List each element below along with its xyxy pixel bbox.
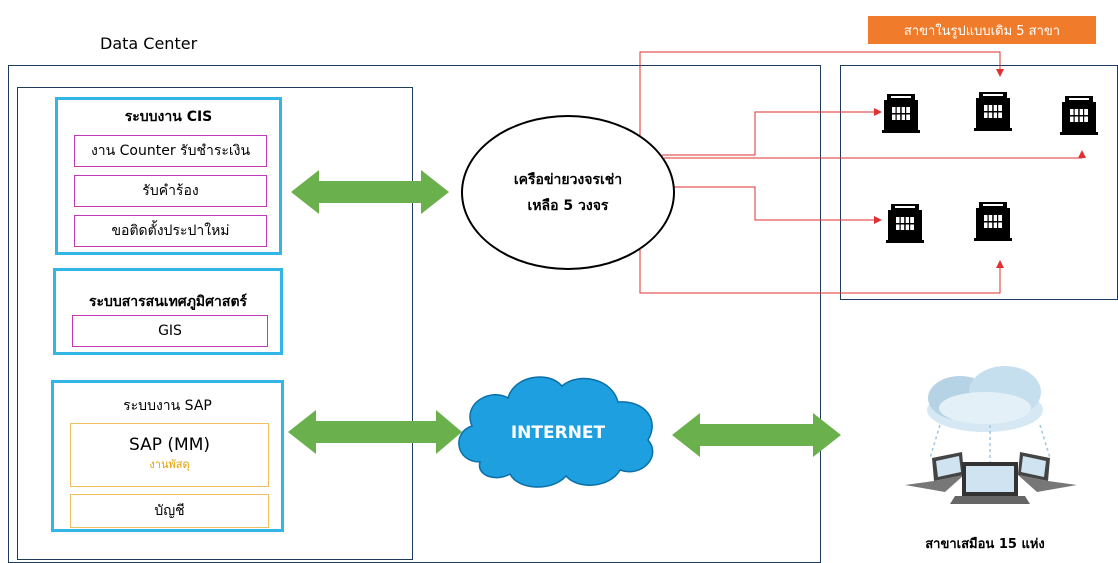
cis-item-counter: งาน Counter รับชำระเงิน: [74, 135, 267, 167]
sap-system-box: ระบบงาน SAP SAP (MM) งานพัสดุ บัญชี: [51, 380, 284, 532]
building-icon: [974, 202, 1012, 241]
cloud-network-icon: [927, 366, 1051, 462]
satellite-branches-caption: สาขาเสมือน 15 แห่ง: [925, 537, 1045, 552]
sap-accounting-box: บัญชี: [70, 494, 269, 528]
cis-title: ระบบงาน CIS: [124, 109, 213, 125]
cis-network-arrow: [291, 170, 449, 214]
sap-mm-title: SAP (MM): [129, 435, 210, 455]
data-center-inner-frame: [17, 87, 413, 560]
building-icon: [1060, 96, 1098, 135]
cis-system-box: ระบบงาน CIS งาน Counter รับชำระเงิน รับค…: [55, 97, 282, 255]
internet-label: INTERNET: [510, 423, 606, 443]
cis-item-request: รับคำร้อง: [74, 175, 267, 207]
internet-satellite-arrow: [672, 413, 841, 457]
sap-mm-box: SAP (MM) งานพัสดุ: [70, 423, 269, 487]
data-center-title: Data Center: [100, 34, 198, 53]
sap-internet-arrow: [288, 410, 462, 454]
building-icon: [974, 92, 1012, 131]
laptop-icon: [950, 462, 1030, 504]
leased-network-line1: เครือข่ายวงจรเช่า: [513, 171, 623, 188]
leased-network-line2: เหลือ 5 วงจร: [527, 197, 609, 214]
leased-network-node: เครือข่ายวงจรเช่า เหลือ 5 วงจร: [461, 115, 675, 270]
gis-item: GIS: [72, 315, 268, 347]
building-icon: [882, 94, 920, 133]
laptop-icon: [1018, 452, 1077, 492]
gis-title: ระบบสารสนเทศภูมิศาสตร์: [88, 294, 248, 310]
building-icon: [886, 204, 924, 243]
gis-system-box: ระบบสารสนเทศภูมิศาสตร์ GIS: [53, 268, 283, 355]
internet-cloud-icon: [458, 376, 654, 488]
green-double-arrows: [288, 170, 841, 457]
leased-line-connectors: [639, 51, 1086, 294]
branches-tag: สาขาในรูปแบบเดิม 5 สาขา: [868, 16, 1096, 44]
sap-mm-subtitle: งานพัสดุ: [149, 458, 190, 471]
laptop-icon: [905, 452, 964, 492]
sap-title: ระบบงาน SAP: [123, 398, 212, 414]
cis-item-new-install: ขอติดตั้งประปาใหม่: [74, 215, 267, 247]
